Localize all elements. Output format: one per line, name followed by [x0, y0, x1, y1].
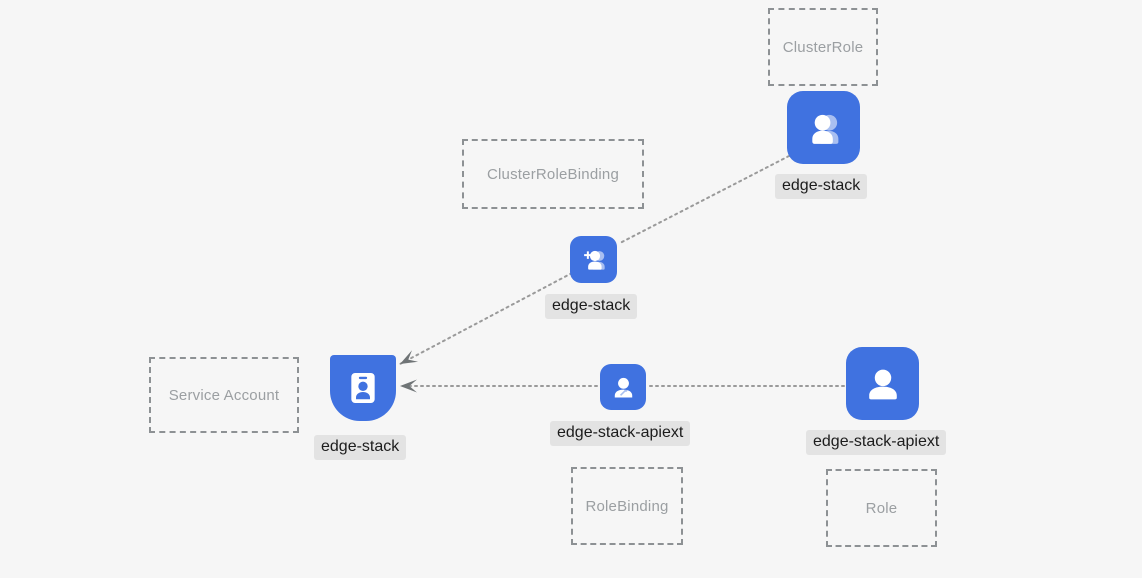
- node-name-chip-clusterrolebinding: edge-stack: [545, 294, 638, 320]
- kind-box-label: Role: [865, 499, 898, 517]
- node-icon-clusterrole[interactable]: [787, 91, 860, 164]
- node-name-chip-clusterrole: edge-stack: [775, 174, 868, 200]
- edge-rolebinding-to-serviceacct-arrowhead: [400, 379, 417, 393]
- kind-box-label: Service Account: [168, 386, 280, 404]
- node-icon-role[interactable]: [846, 347, 919, 420]
- kind-box-label: RoleBinding: [585, 497, 669, 515]
- kind-box-rolebinding: RoleBinding: [571, 467, 683, 545]
- person-add-icon: [578, 244, 610, 276]
- node-name-chip-role: edge-stack-apiext: [806, 430, 947, 456]
- kind-box-clusterrole: ClusterRole: [768, 8, 878, 86]
- kind-box-label: ClusterRole: [782, 38, 864, 56]
- node-name-chip-service-account: edge-stack: [314, 435, 407, 461]
- kind-box-role: Role: [826, 469, 937, 547]
- person-key-icon: [608, 372, 639, 403]
- node-icon-rolebinding[interactable]: [600, 364, 646, 410]
- person-icon: [860, 361, 906, 407]
- node-icon-service-account[interactable]: [330, 355, 396, 421]
- node-name-chip-rolebinding: edge-stack-apiext: [550, 421, 691, 447]
- edge-binding-to-serviceaccount-arrowhead: [400, 350, 419, 364]
- id-badge-icon: [343, 368, 383, 408]
- kind-box-label: ClusterRoleBinding: [486, 165, 619, 183]
- node-icon-clusterrolebinding[interactable]: [570, 236, 617, 283]
- edge-clusterrole-to-binding: [619, 155, 790, 244]
- group-people-icon: [801, 105, 847, 151]
- kind-box-clusterrolebinding: ClusterRoleBinding: [462, 139, 644, 209]
- kind-box-service-account: Service Account: [149, 357, 299, 433]
